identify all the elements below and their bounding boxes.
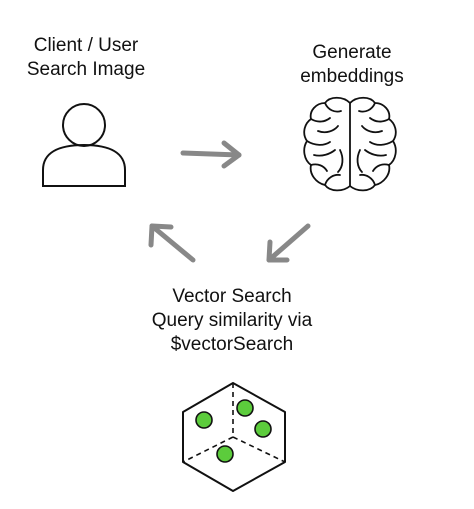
- vector-space-cube-icon: [182, 382, 286, 492]
- user-icon: [42, 103, 126, 187]
- vector-search-label: Vector Search Query similarity via $vect…: [120, 285, 344, 357]
- arrow-down-left-icon: [266, 223, 311, 263]
- vector-label-line-2: Query similarity via: [151, 310, 313, 331]
- vector-point-3: [254, 420, 272, 438]
- client-label-line-1: Client / User: [33, 35, 139, 56]
- vector-point-4: [216, 445, 234, 463]
- vector-label-line-3: $vectorSearch: [170, 334, 294, 355]
- embed-label-line-1: Generate: [312, 42, 392, 63]
- client-label-line-2: Search Image: [26, 59, 146, 80]
- brain-icon: [303, 96, 397, 192]
- vector-label-line-1: Vector Search: [172, 286, 292, 307]
- arrow-up-left-icon: [148, 223, 196, 263]
- arrow-right-icon: [180, 140, 242, 169]
- vector-point-2: [236, 399, 254, 417]
- generate-embeddings-label: Generate embeddings: [282, 41, 422, 89]
- vector-point-1: [195, 411, 213, 429]
- embed-label-line-2: embeddings: [300, 66, 404, 87]
- client-user-label: Client / User Search Image: [14, 34, 158, 82]
